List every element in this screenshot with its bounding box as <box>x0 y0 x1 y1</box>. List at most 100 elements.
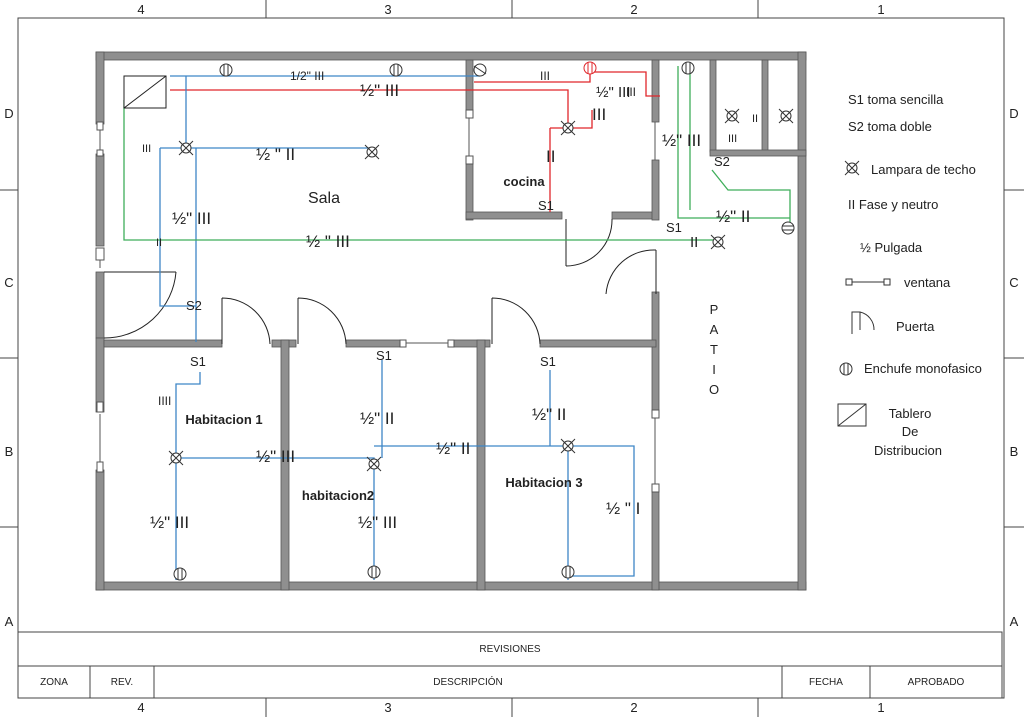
legend-puerta: Puerta <box>896 319 935 334</box>
conduit-label: ½" II <box>716 207 750 226</box>
zone-col-top-1: 1 <box>877 2 884 17</box>
legend-pulgada: ½ Pulgada <box>860 240 923 255</box>
conduit-label: ½" II <box>532 405 566 424</box>
outlet-icon <box>173 567 187 581</box>
zone-col-bottom-2: 2 <box>630 700 637 715</box>
zone-row-right-a: A <box>1010 614 1019 629</box>
switch-label-patio: S1 <box>666 220 682 235</box>
title-descripcion: DESCRIPCIÓN <box>433 675 502 688</box>
outlets <box>173 61 795 581</box>
title-block <box>17 631 1003 699</box>
lamp-icon <box>844 160 860 176</box>
lamp-icon <box>168 450 184 466</box>
zone-row-left-c: C <box>4 275 13 290</box>
blue-circuit <box>159 75 635 580</box>
conduit-label: ½" III <box>358 513 397 532</box>
zone-row-left-a: A <box>5 614 14 629</box>
legend-ventana: ventana <box>904 275 951 290</box>
conduit-label: III <box>592 105 606 124</box>
title-revisiones: REVISIONES <box>479 644 540 655</box>
windows <box>95 109 660 493</box>
svg-text:P: P <box>710 302 719 317</box>
svg-text:O: O <box>709 382 719 397</box>
conduit-label: ½" III <box>256 447 295 466</box>
legend: S1 toma sencilla S2 toma doble Lampara d… <box>837 92 982 458</box>
zone-col-bottom-4: 4 <box>137 700 144 715</box>
conduit-label: ½ " III <box>306 232 350 251</box>
walls <box>95 51 807 591</box>
lamp-icon <box>778 108 794 124</box>
room-label-patio: P A T I O <box>709 302 719 397</box>
ceiling-lamps <box>168 108 794 472</box>
legend-s1: S1 toma sencilla <box>848 92 944 107</box>
outlet-icon <box>473 63 487 77</box>
svg-text:T: T <box>710 342 718 357</box>
room-label-sala: Sala <box>308 190 340 207</box>
zone-col-top-4: 4 <box>137 2 144 17</box>
conduit-label: IIII <box>158 394 171 408</box>
legend-fase: II Fase y neutro <box>848 197 938 212</box>
conduit-label: ½" III <box>360 81 399 100</box>
legend-tablero-line2: De <box>902 424 919 439</box>
conduit-label: III <box>142 143 151 155</box>
window-icon <box>845 278 891 286</box>
lamp-icon <box>178 140 194 156</box>
conduit-label: ½" III <box>662 131 701 150</box>
room-label-cocina: cocina <box>503 174 545 189</box>
distribution-board-icon <box>837 403 867 427</box>
door-icon <box>851 311 875 334</box>
title-rev: REV. <box>111 677 133 688</box>
lamp-icon <box>560 438 576 454</box>
legend-lamp: Lampara de techo <box>871 162 976 177</box>
title-aprobado: APROBADO <box>908 677 965 688</box>
switch-label-hab1: S1 <box>190 354 206 369</box>
switch-label-kitchen: S1 <box>538 198 554 213</box>
zone-row-right-d: D <box>1009 106 1018 121</box>
outlet-icon <box>583 61 597 75</box>
outlet-icon <box>367 565 381 579</box>
lamp-icon <box>560 120 576 136</box>
outlet-icon <box>389 63 403 77</box>
lamp-icon <box>366 456 382 472</box>
conduit-label: ½" II <box>360 409 394 428</box>
conduit-label: 1/2" III <box>290 69 324 83</box>
switch-label-sala: S2 <box>186 298 202 313</box>
green-circuit <box>123 66 791 241</box>
conduit-label: ½" III <box>596 84 631 101</box>
zone-row-left-b: B <box>5 444 14 459</box>
switch-label-hab2: S1 <box>376 348 392 363</box>
conduit-label: ½ " II <box>256 145 295 164</box>
conduit-label: III <box>728 133 737 145</box>
outlet-icon <box>219 63 233 77</box>
zone-row-right-b: B <box>1010 444 1019 459</box>
conduit-label: II <box>156 237 162 249</box>
zone-row-right-c: C <box>1009 275 1018 290</box>
outlet-icon <box>781 221 795 235</box>
title-zona: ZONA <box>40 677 68 688</box>
svg-text:A: A <box>710 322 719 337</box>
outlet-icon <box>561 565 575 579</box>
conduit-label: ½" II <box>436 439 470 458</box>
zone-col-top-2: 2 <box>630 2 637 17</box>
lamp-icon <box>724 108 740 124</box>
red-circuit <box>170 66 660 212</box>
zone-col-bottom-3: 3 <box>384 700 391 715</box>
zone-row-left-d: D <box>4 106 13 121</box>
outlet-icon <box>681 61 695 75</box>
svg-text:I: I <box>712 362 716 377</box>
lamp-icon <box>364 144 380 160</box>
conduit-label: II <box>690 234 698 251</box>
lamp-icon <box>710 234 726 250</box>
switch-label-patio-s2: S2 <box>714 154 730 169</box>
distribution-board-icon <box>123 75 167 109</box>
conduit-label: III <box>540 69 550 83</box>
outlet-icon <box>839 362 853 376</box>
room-label-habitacion-1: Habitacion 1 <box>185 412 262 427</box>
conduit-label: II <box>752 113 758 125</box>
zone-col-bottom-1: 1 <box>877 700 884 715</box>
title-fecha: FECHA <box>809 677 843 688</box>
legend-s2: S2 toma doble <box>848 119 932 134</box>
conduit-label: II <box>546 147 555 166</box>
zone-col-top-3: 3 <box>384 2 391 17</box>
